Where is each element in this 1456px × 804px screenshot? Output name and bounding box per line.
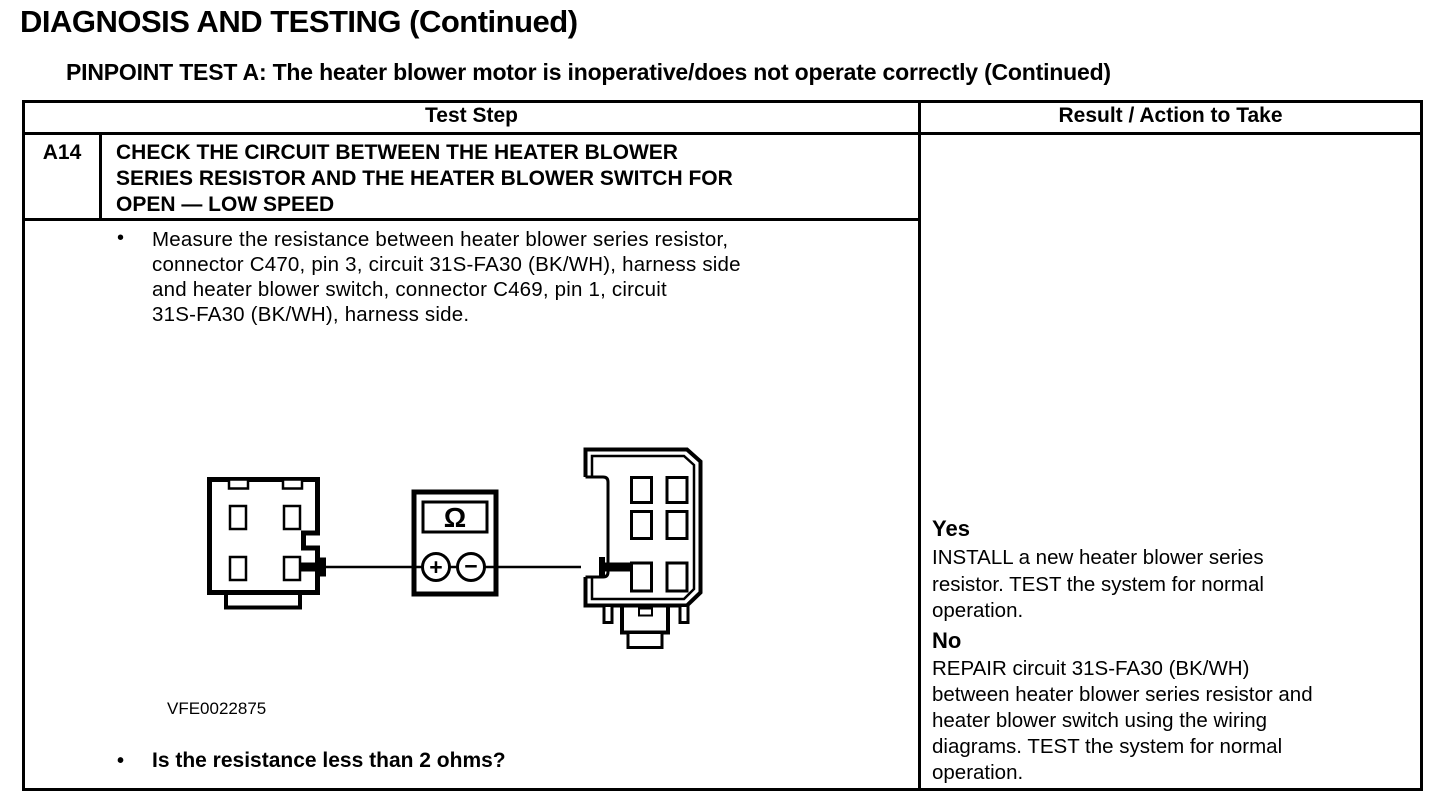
connector-pin [665,476,689,504]
figure-id-label: VFE0022875 [167,699,267,718]
probe-tips [300,557,632,577]
probe-tip-icon [599,557,605,577]
column-header-test-step: Test Step [425,104,518,127]
result-no-action: REPAIR circuit 31S-FA30 (BK/WH) between … [932,657,1313,784]
positive-terminal-icon [421,552,451,582]
connector-pin [228,555,248,582]
result-yes-label: Yes [932,516,970,541]
probe-tip-icon [599,562,632,572]
bullet-marker: • [117,750,125,772]
step-title-divider-line [22,218,921,221]
header-divider-line [22,132,1423,135]
negative-terminal-icon [456,552,486,582]
connector-pin [665,561,689,593]
ohm-symbol: Ω [444,502,466,533]
ohmmeter-face: Ω + − [421,500,489,582]
step-id: A14 [42,141,82,164]
connector-pin [227,478,250,490]
connector-pin [630,510,653,540]
connector-pin [630,476,653,504]
connector-leg [602,604,614,624]
meter-display [421,500,489,534]
connector-leg [678,604,690,624]
connector-pin [228,504,248,531]
connector-pin [665,510,689,540]
pinpoint-test-table [22,100,1423,791]
measurement-diagram: Ω + − [207,447,703,649]
plus-icon: + [429,554,442,580]
left-connector-drawing [207,477,320,610]
column-divider-line [918,100,921,791]
step-instruction: Measure the resistance between heater bl… [152,228,741,326]
pinpoint-test-subtitle: PINPOINT TEST A: The heater blower motor… [66,59,1111,85]
minus-icon: − [464,553,477,579]
column-header-result: Result / Action to Take [1058,104,1283,127]
step-id-divider-line [99,135,102,221]
connector-pin [282,504,302,531]
connector-mount-base [626,631,664,649]
step-question: Is the resistance less than 2 ohms? [152,749,506,772]
bullet-marker: • [117,227,125,249]
result-no-label: No [932,628,962,653]
probe-tip-icon [320,557,326,577]
right-connector-drawing [581,447,703,649]
step-title: CHECK THE CIRCUIT BETWEEN THE HEATER BLO… [116,141,733,216]
connector-pin [282,555,302,582]
page-title: DIAGNOSIS AND TESTING (Continued) [20,4,578,39]
result-yes-action: INSTALL a new heater blower series resis… [932,546,1264,622]
connector-mount-notch [638,607,653,617]
connector-pin [630,561,653,593]
connector-pin [281,478,304,490]
connector-latch-channel [585,475,610,579]
probe-tip-icon [300,562,326,572]
